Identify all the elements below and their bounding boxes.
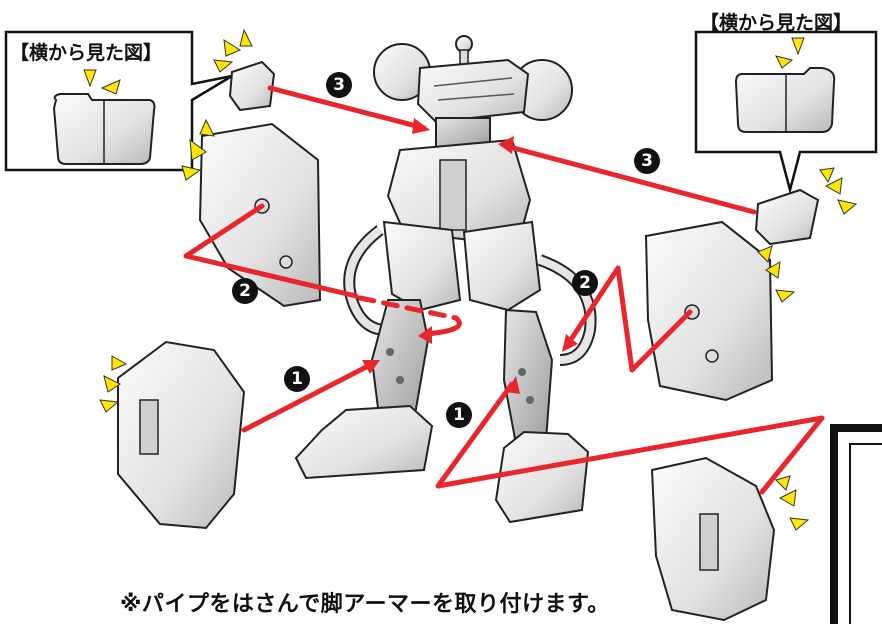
partial-frame-edge [830, 424, 882, 624]
step-2-badge-right: 2 [572, 270, 598, 296]
arrow-step1-right [435, 381, 825, 495]
part-chest-small-left [228, 60, 276, 112]
left-callout-armor-icon [52, 93, 156, 165]
right-callout-title: 【横から見た図】 [700, 12, 853, 34]
part-chest-small-right [754, 188, 820, 246]
left-callout-highlight-marks [83, 69, 121, 95]
loose-parts [117, 60, 820, 622]
arrow-step2-left [183, 203, 359, 299]
right-callout-armor-icon [734, 67, 836, 133]
right-side-view-callout [694, 30, 878, 195]
left-callout-title: 【横から見た図】 [10, 42, 163, 64]
step-2-badge-left: 2 [232, 278, 258, 304]
left-side-view-callout [4, 30, 233, 172]
step-3-badge-right: 3 [634, 148, 660, 174]
part-leg-armor-upper-right [644, 220, 774, 402]
highlight-marks [99, 28, 858, 531]
arrow-step2-left-tail [423, 315, 462, 337]
arrow-step3-right [503, 143, 757, 215]
part-leg-armor-lower-left [117, 340, 246, 530]
robot-figure [294, 35, 597, 524]
arrow-step2-left-dashed [357, 295, 459, 321]
arrow-step1-left [241, 361, 375, 433]
step-1-badge-right: 1 [446, 402, 472, 428]
step-3-badge-left: 3 [326, 72, 352, 98]
step-1-badge-left: 1 [284, 366, 310, 392]
right-callout-highlight-marks [775, 37, 805, 69]
assembly-arrows [183, 85, 825, 495]
arrow-step3-left [267, 85, 427, 131]
partial-frame-inner [849, 443, 882, 624]
part-leg-armor-upper-left [198, 122, 322, 308]
assembly-caption: ※パイプをはさんで脚アーマーを取り付けます。 [120, 592, 610, 617]
arrow-step2-right [565, 265, 693, 373]
